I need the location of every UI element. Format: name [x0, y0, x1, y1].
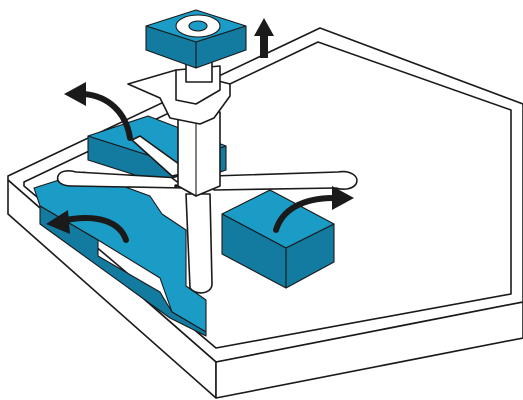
circle-o-icon [175, 14, 221, 38]
arrow-up [254, 18, 274, 58]
foam-cap [145, 9, 247, 69]
arrow-left-upper [64, 82, 133, 141]
arrow-left-lower [46, 210, 129, 243]
bolt [174, 184, 178, 188]
box-wall-front-right [215, 301, 523, 399]
arrow-right [273, 186, 354, 233]
foam-block-left-bottom [33, 171, 207, 337]
